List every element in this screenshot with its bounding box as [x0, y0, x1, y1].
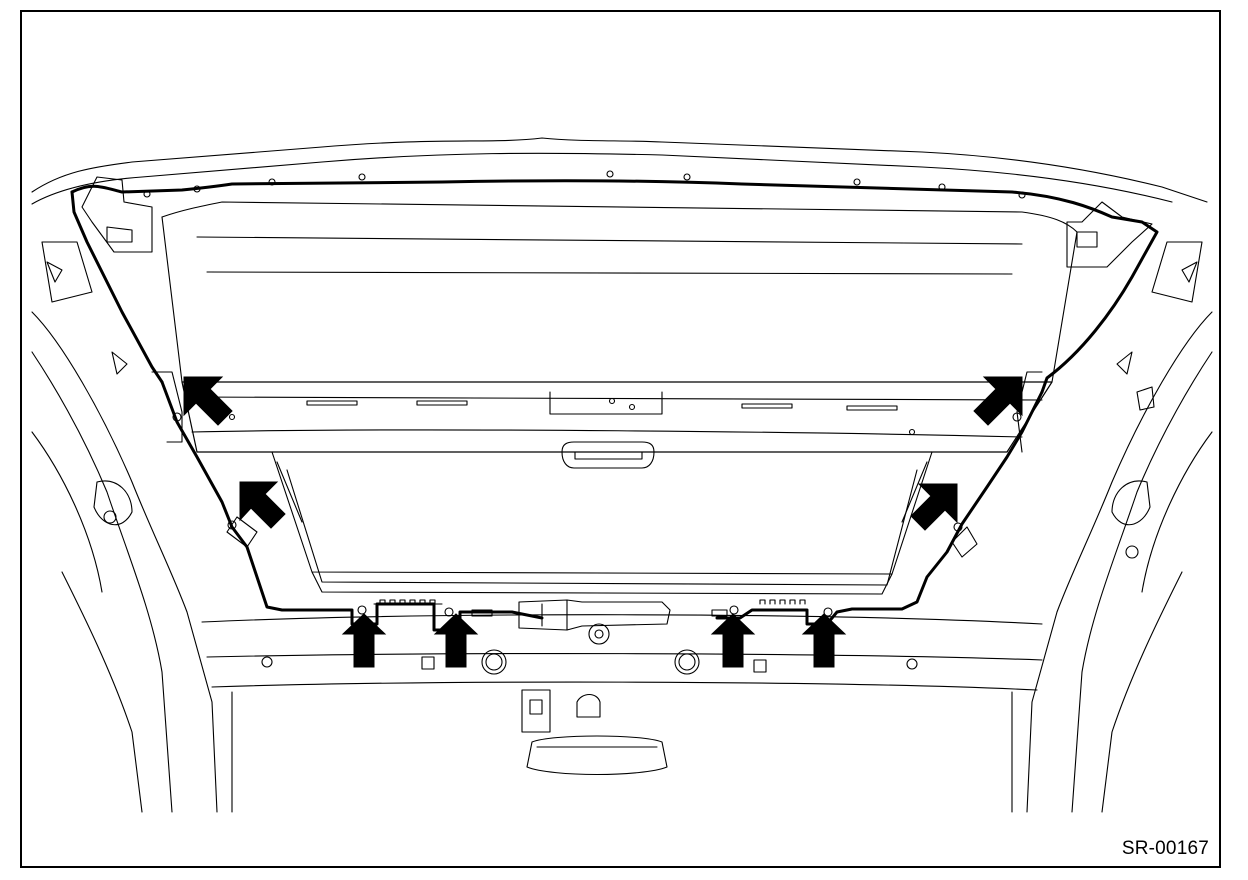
arrow-bottom-3 [710, 613, 756, 668]
rear-header [201, 614, 1043, 813]
sunroof-frame [70, 170, 1159, 632]
figure-frame: SR-00167 [20, 10, 1221, 868]
arrow-bottom-2 [433, 613, 479, 668]
arrow-bottom-1 [341, 613, 387, 668]
arrow-left-upper [183, 376, 233, 426]
arrow-bottom-4 [801, 613, 847, 668]
roof-outline [31, 137, 1213, 813]
arrow-left-lower [239, 481, 286, 529]
arrow-right-upper [973, 376, 1023, 426]
figure-code: SR-00167 [1121, 838, 1209, 859]
motor-unit [373, 599, 806, 645]
roof-panel [161, 201, 1078, 595]
arrow-right-lower [910, 483, 958, 531]
indicator-arrows [183, 376, 1023, 668]
sunroof-frame-diagram [31, 137, 1213, 813]
